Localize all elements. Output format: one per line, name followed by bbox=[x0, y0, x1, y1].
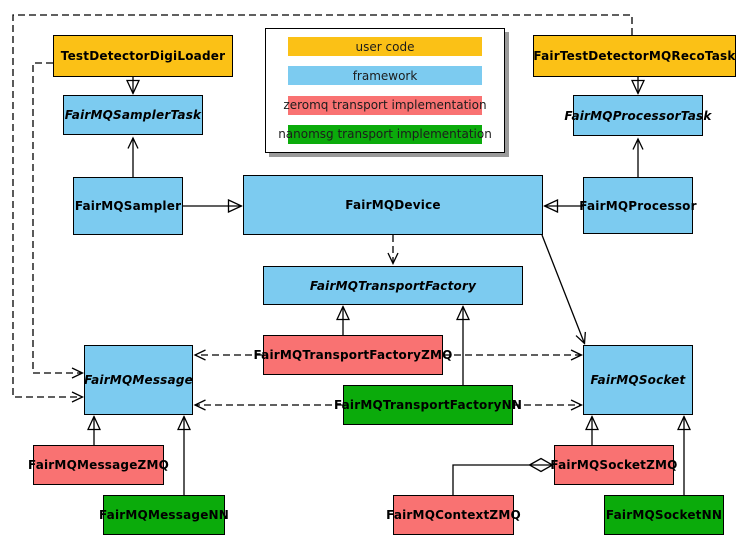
class-box-testdetectordigiloader: TestDetectorDigiLoader bbox=[53, 35, 233, 77]
class-box-fairmqtransportfactory: FairMQTransportFactory bbox=[263, 266, 523, 305]
class-box-fairmqtransportfactoryzmq: FairMQTransportFactoryZMQ bbox=[253, 335, 452, 375]
class-box-fairtestdetectormqrecotask: FairTestDetectorMQRecoTask bbox=[533, 35, 736, 77]
class-box-fairmqsocketzmq: FairMQSocketZMQ bbox=[550, 445, 677, 485]
class-box-fairmqtransportfactorynn: FairMQTransportFactoryNN bbox=[334, 385, 522, 425]
legend-item-framework: framework bbox=[288, 66, 482, 86]
class-box-fairmqprocessor: FairMQProcessor bbox=[579, 177, 697, 234]
legend-item-zeromq: zeromq transport implementation bbox=[283, 95, 487, 115]
class-box-fairmqsampler: FairMQSampler bbox=[73, 177, 183, 235]
legend-item-user-code: user code bbox=[288, 37, 482, 56]
class-box-fairmqsocket: FairMQSocket bbox=[583, 345, 693, 415]
class-box-fairmqmessage: FairMQMessage bbox=[84, 345, 193, 415]
class-box-fairmqsamplertask: FairMQSamplerTask bbox=[63, 95, 203, 135]
class-box-fairmqdevice: FairMQDevice bbox=[243, 175, 543, 235]
class-box-fairmqsocketnn: FairMQSocketNN bbox=[604, 495, 724, 535]
class-box-fairmqmessagenn: FairMQMessageNN bbox=[99, 495, 229, 535]
edge-device-uses-socket bbox=[541, 234, 585, 344]
legend-item-nanomsg: nanomsg transport implementation bbox=[278, 124, 492, 144]
class-box-fairmqmessagezmq: FairMQMessageZMQ bbox=[28, 445, 169, 485]
edge-recotask-depends-message bbox=[12, 14, 633, 397]
edge-socketzmq-composes-contextzmq bbox=[452, 465, 553, 495]
class-box-fairmqcontextzmq: FairMQContextZMQ bbox=[386, 495, 521, 535]
edge-digiloader-depends-message bbox=[32, 62, 83, 373]
class-box-fairmqprocessortask: FairMQProcessorTask bbox=[564, 95, 711, 136]
legend: user code framework zeromq transport imp… bbox=[265, 28, 505, 153]
